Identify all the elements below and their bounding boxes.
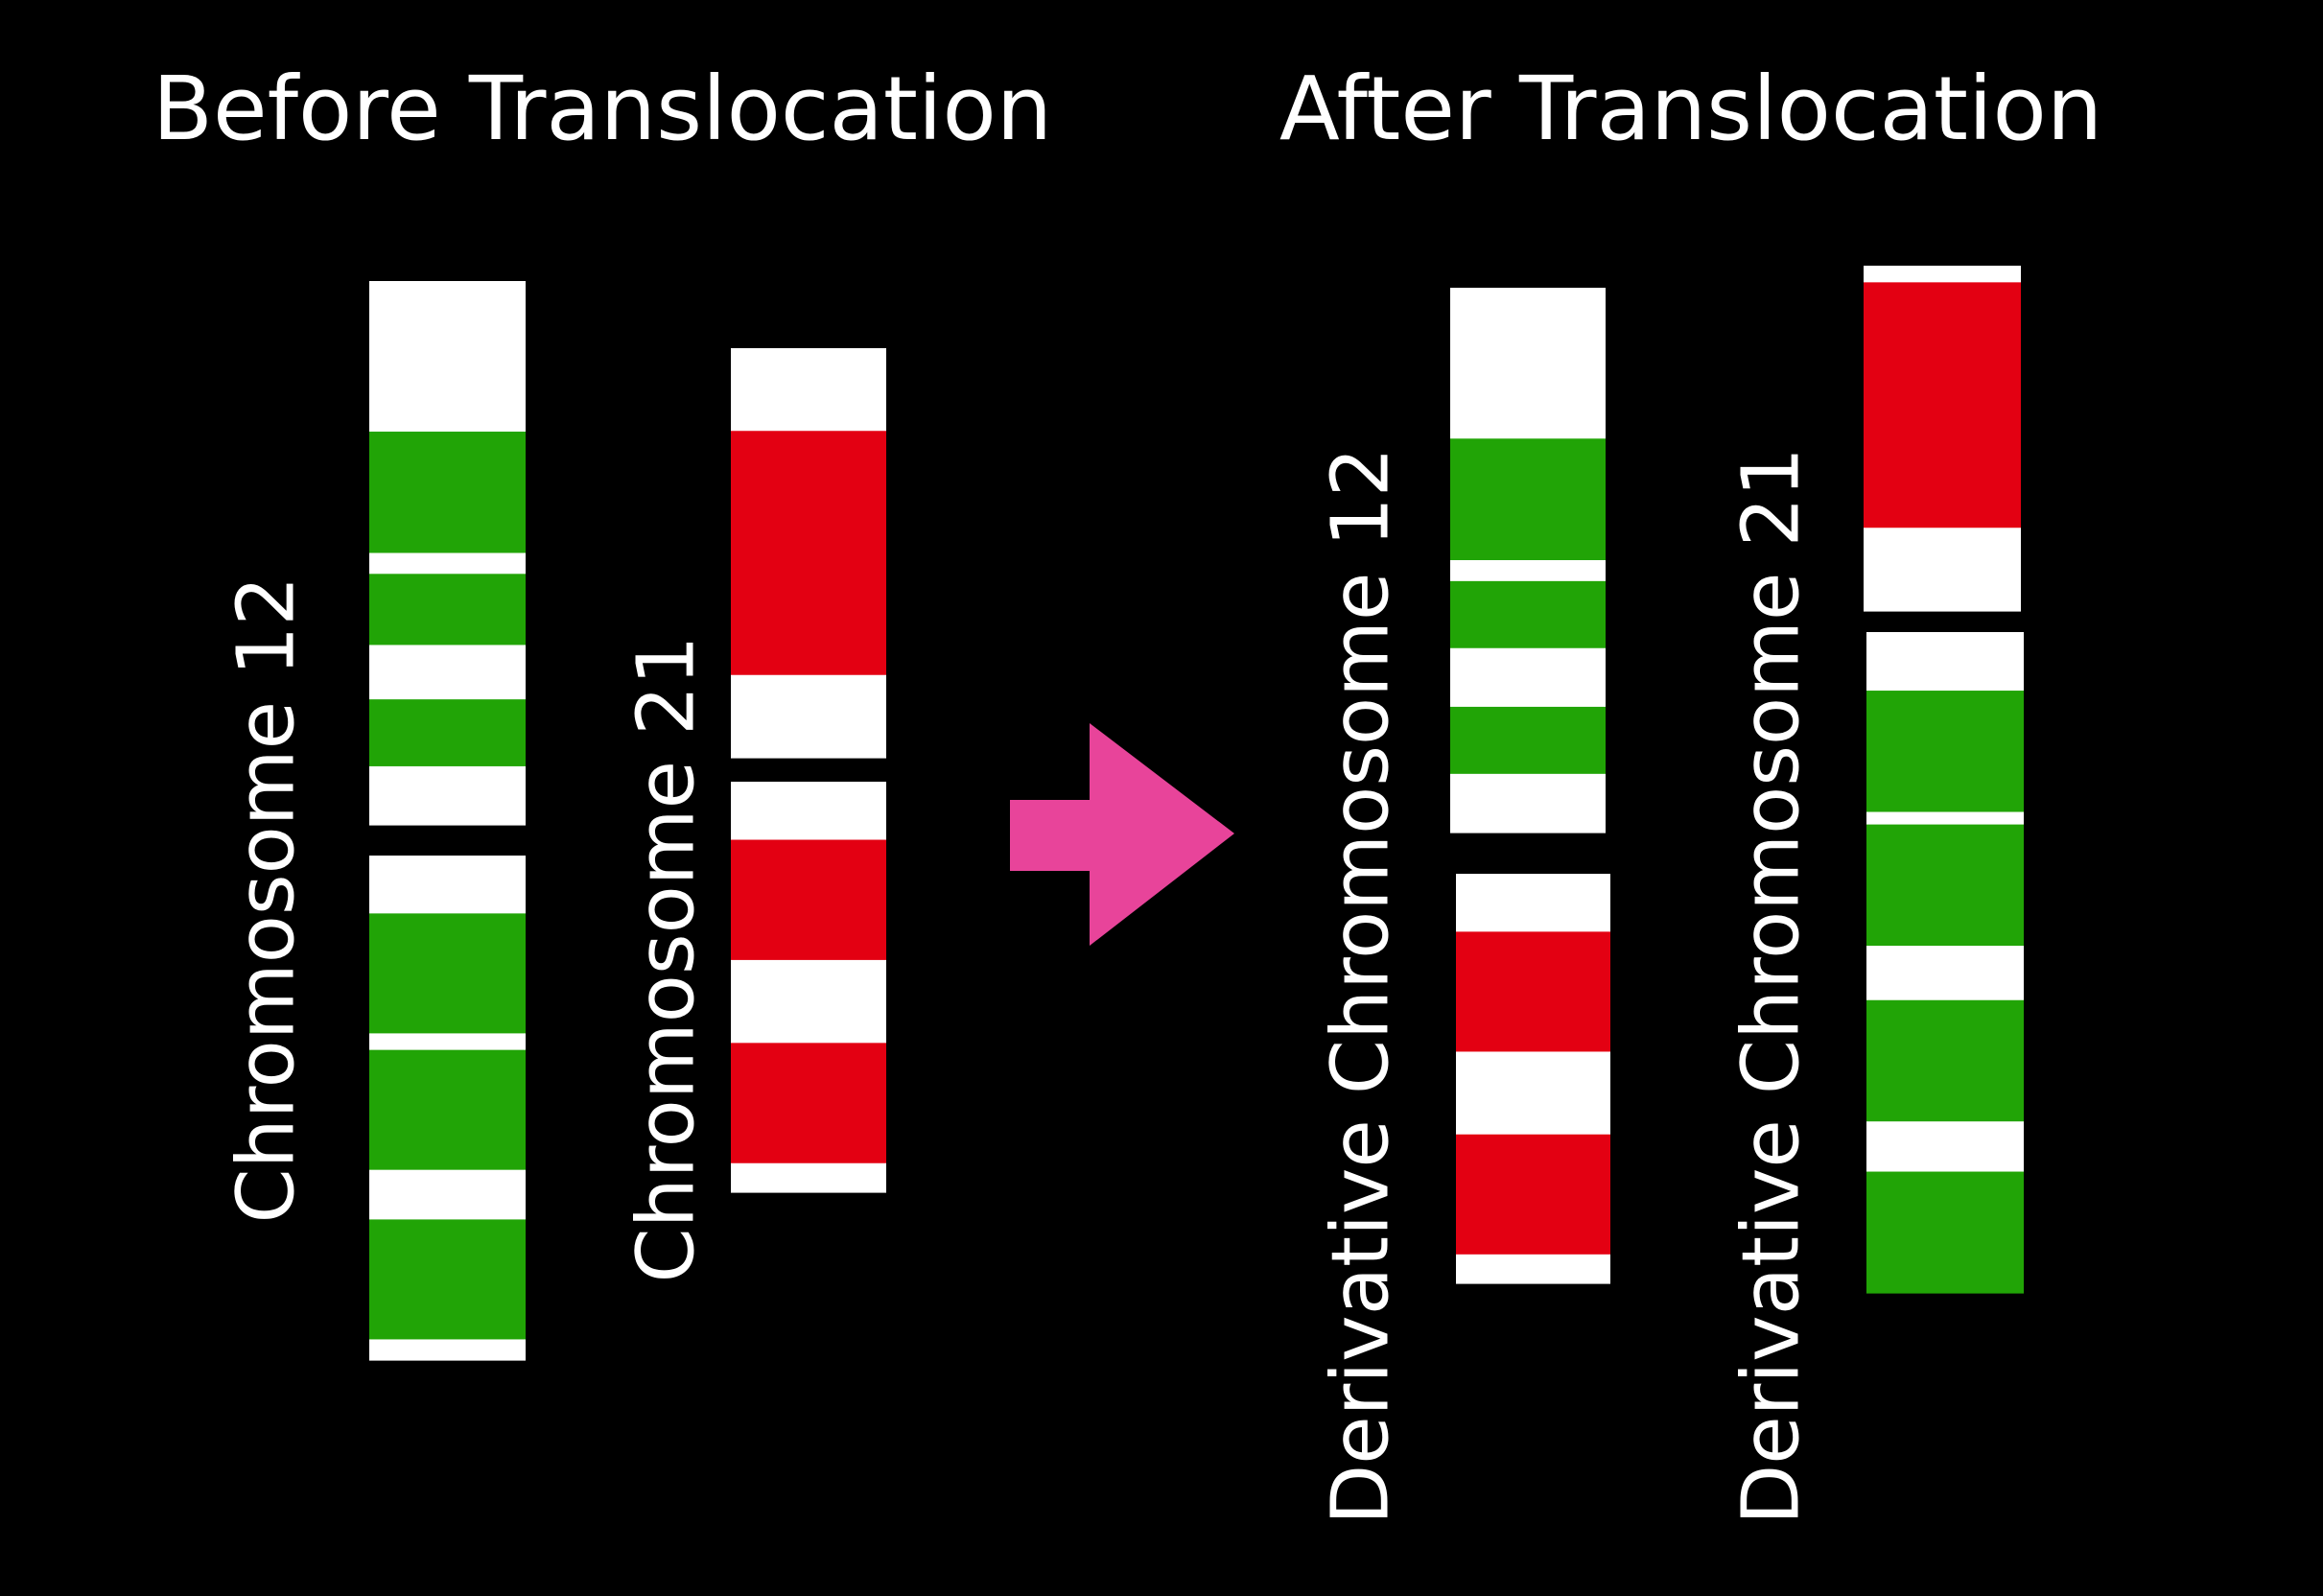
chr12-arm1-band-0-white	[369, 856, 526, 914]
chr21-arm1-band-1-red	[731, 839, 886, 961]
der12-arm1-band-1-red	[1456, 931, 1610, 1053]
chromosome-21-q-arm	[731, 782, 886, 1193]
derivative-chromosome-12: Derivative Chromosome 12	[1315, 288, 1610, 1525]
chr12-arm1-band-2-white	[369, 1033, 526, 1051]
chromosome-21-label: Chromosome 21	[621, 636, 712, 1283]
derivative-chromosome-21-upper-segment	[1864, 266, 2021, 612]
der12-arm0-band-4-white	[1450, 647, 1606, 708]
after-title: After Translocation	[1279, 58, 2102, 160]
chr12-arm0-band-3-green	[369, 574, 526, 646]
der12-arm0-band-1-green	[1450, 438, 1606, 561]
chromosome-12-label: Chromosome 12	[221, 576, 312, 1224]
chromosome-21-p-arm	[731, 348, 886, 759]
derivative-chromosome-21-label: Derivative Chromosome 21	[1725, 447, 1817, 1525]
chr21-arm0-band-1-red	[731, 431, 886, 676]
der21-arm0-band-1-red	[1864, 282, 2021, 528]
chr12-arm0-band-4-white	[369, 645, 526, 700]
der12-arm0-band-2-white	[1450, 560, 1606, 582]
der21-arm1-band-7-green	[1866, 1171, 2024, 1294]
derivative-chromosome-12-label: Derivative Chromosome 12	[1315, 447, 1406, 1525]
der21-arm1-band-1-green	[1866, 691, 2024, 813]
derivative-chromosome-21: Derivative Chromosome 21	[1725, 266, 2024, 1525]
der12-arm1-band-0-white	[1456, 874, 1610, 932]
der12-arm1-band-2-white	[1456, 1051, 1610, 1136]
der21-arm1-band-2-white	[1866, 811, 2024, 826]
chr12-arm1-band-1-green	[369, 913, 526, 1034]
chr21-arm1-band-3-red	[731, 1043, 886, 1164]
chr21-arm0-band-0-white	[731, 348, 886, 432]
chr12-arm1-band-4-white	[369, 1169, 526, 1221]
der12-arm0-band-6-white	[1450, 773, 1606, 833]
chr12-arm0-band-2-white	[369, 552, 526, 575]
der12-arm0-band-0-white	[1450, 288, 1606, 439]
der12-arm0-band-3-green	[1450, 580, 1606, 649]
chromosome-12-q-arm	[369, 856, 526, 1361]
chr12-arm1-band-3-green	[369, 1049, 526, 1171]
der21-arm1-band-5-green	[1866, 999, 2024, 1122]
chromosome-12-p-arm	[369, 281, 526, 826]
chr12-arm0-band-1-green	[369, 432, 526, 554]
der21-arm0-band-0-white	[1864, 266, 2021, 283]
right-arrow-icon	[1010, 723, 1234, 946]
derivative-chromosome-12-lower-segment	[1456, 874, 1610, 1284]
chr12-arm1-band-6-white	[369, 1339, 526, 1361]
der21-arm0-band-2-white	[1864, 528, 2021, 612]
chromosome-21: Chromosome 21	[621, 348, 886, 1282]
chr12-arm0-band-0-white	[369, 281, 526, 433]
der21-arm1-band-3-green	[1866, 824, 2024, 947]
before-title: Before Translocation	[153, 58, 1052, 160]
chr12-arm0-band-6-white	[369, 765, 526, 826]
der12-arm1-band-3-red	[1456, 1134, 1610, 1256]
derivative-chromosome-21-lower-segment	[1866, 632, 2024, 1294]
chr12-arm0-band-5-green	[369, 699, 526, 767]
der21-arm1-band-0-white	[1866, 632, 2024, 692]
der21-arm1-band-6-white	[1866, 1121, 2024, 1173]
chr21-arm0-band-2-white	[731, 674, 886, 759]
chr21-arm1-band-2-white	[731, 959, 886, 1044]
der12-arm1-band-4-white	[1456, 1254, 1610, 1284]
der12-arm0-band-5-green	[1450, 706, 1606, 775]
chr12-arm1-band-5-green	[369, 1219, 526, 1341]
chr21-arm1-band-0-white	[731, 782, 886, 841]
der21-arm1-band-4-white	[1866, 946, 2024, 1001]
derivative-chromosome-12-upper-segment	[1450, 288, 1606, 833]
chromosome-12: Chromosome 12	[221, 281, 526, 1361]
chr21-arm1-band-4-white	[731, 1162, 886, 1193]
